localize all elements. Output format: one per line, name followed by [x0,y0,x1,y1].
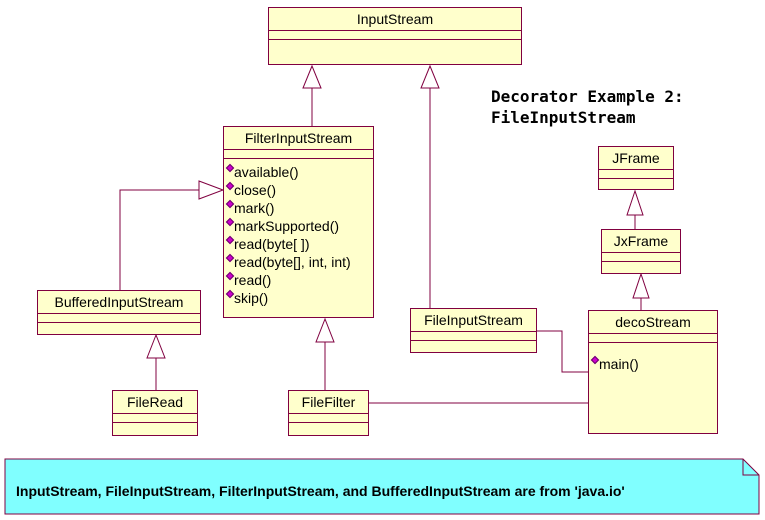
operation-label: available() [234,164,299,180]
operation-item: skip() [225,289,373,307]
attributes-compartment [224,150,373,159]
operation-icon [225,253,235,263]
attributes-compartment [602,253,680,262]
class-filterinputstream[interactable]: FilterInputStream available() close() ma… [223,126,374,318]
class-name: BufferedInputStream [38,291,200,314]
operation-label: read() [234,272,272,288]
class-name: FileRead [113,391,197,414]
operation-icon [225,235,235,245]
class-name: FileInputStream [411,309,536,332]
class-inputstream[interactable]: InputStream [268,7,522,65]
class-jframe[interactable]: JFrame [598,146,674,190]
attributes-compartment [411,332,536,341]
operation-icon [225,289,235,299]
class-name: FileFilter [289,391,368,414]
operations-compartment: main() [589,343,717,373]
operation-item: markSupported() [225,217,373,235]
operation-label: mark() [234,200,275,216]
note-text: InputStream, FileInputStream, FilterInpu… [16,483,625,499]
note-fold [742,459,759,476]
class-name: FilterInputStream [224,127,373,150]
operation-icon [225,217,235,227]
diagram-title: Decorator Example 2: FileInputStream [491,86,684,128]
title-line-2: FileInputStream [491,108,636,127]
attributes-compartment [269,31,521,40]
attributes-compartment [113,414,197,423]
class-bufferedinputstream[interactable]: BufferedInputStream [37,290,201,335]
gen-arrow-fileinput-inputstream [420,64,440,89]
class-filefilter[interactable]: FileFilter [288,390,369,436]
operation-icon [225,271,235,281]
gen-buffered-to-filter [119,189,199,290]
note-shape [4,458,760,515]
assoc-fileinput-deco [537,330,588,373]
gen-arrow-filefilter-filter [315,317,335,343]
operation-label: main() [599,356,639,372]
gen-arrow-fileread-buffered [146,333,166,359]
attributes-compartment [289,414,368,423]
operation-label: skip() [234,290,269,306]
class-name: InputStream [269,8,521,31]
operation-label: markSupported() [234,218,340,234]
class-name: decoStream [589,311,717,334]
operation-item: mark() [225,199,373,217]
gen-arrow-buffered-filter [198,180,225,200]
operation-item: read(byte[], int, int) [225,253,373,271]
class-fileread[interactable]: FileRead [112,390,198,436]
operation-icon [225,181,235,191]
gen-arrow-filter-inputstream [302,64,322,89]
gen-arrow-jxframe-jframe [626,189,644,216]
operation-icon [590,355,600,365]
operation-item: read() [225,271,373,289]
class-name: JFrame [599,147,673,170]
operation-item: main() [590,355,717,373]
attributes-compartment [38,314,200,323]
operation-item: close() [225,181,373,199]
title-line-1: Decorator Example 2: [491,87,684,106]
class-decostream[interactable]: decoStream main() [588,310,718,434]
operation-item: available() [225,163,373,181]
attributes-compartment [589,334,717,343]
operation-label: read(byte[], int, int) [234,254,351,270]
operation-label: close() [234,182,277,198]
class-fileinputstream[interactable]: FileInputStream [410,308,537,353]
class-name: JxFrame [602,230,680,253]
gen-arrow-deco-jxframe [632,272,650,299]
operations-compartment: available() close() mark() markSupported… [224,159,373,307]
operation-label: read(byte[ ]) [234,236,310,252]
operation-icon [225,199,235,209]
operation-item: read(byte[ ]) [225,235,373,253]
class-jxframe[interactable]: JxFrame [601,229,681,274]
attributes-compartment [599,170,673,179]
operation-icon [225,163,235,173]
